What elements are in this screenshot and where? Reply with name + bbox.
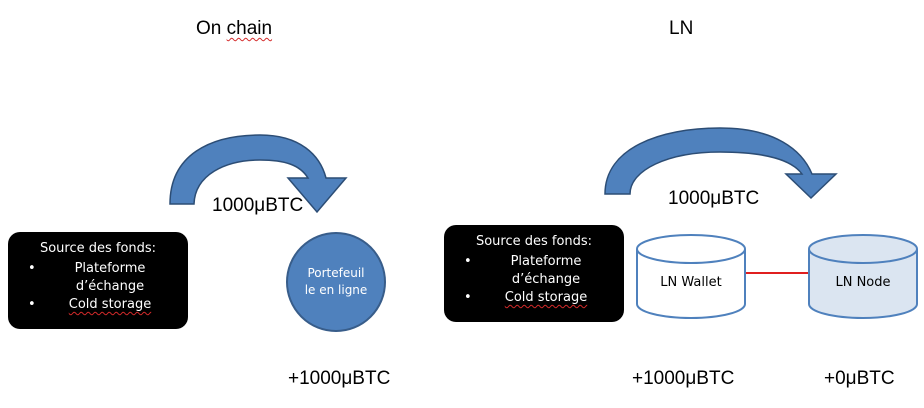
ln-source-list: Plateforme d’échange Cold storage (456, 253, 612, 307)
heading-ln: LN (669, 18, 694, 39)
onchain-curved-arrow (169, 134, 348, 214)
ln-source-item: Plateforme d’échange (464, 253, 612, 289)
ln-wallet-result: +1000μBTC (632, 368, 735, 389)
onchain-source-list: Plateforme d’échange Cold storage (20, 260, 176, 314)
ln-curved-arrow (604, 127, 838, 200)
ln-source-title: Source des fonds: (475, 234, 593, 249)
ln-node-cylinder (808, 234, 918, 319)
ln-node-label: LN Node (835, 275, 891, 290)
onchain-source-item: Plateforme d’échange (28, 260, 176, 296)
ln-wallet-label: LN Wallet (660, 275, 722, 290)
heading-on-chain-part2: chain (226, 18, 273, 39)
ln-source-item: Cold storage (464, 289, 612, 307)
onchain-wallet-label: Portefeuil le en ligne (304, 266, 368, 297)
heading-on-chain-part1: On (196, 18, 227, 39)
heading-on-chain: On chain (196, 18, 272, 40)
ln-wallet-cylinder (636, 234, 746, 319)
onchain-result-amount: +1000μBTC (288, 368, 391, 389)
onchain-source-box: Source des fonds: Plateforme d’échange C… (8, 232, 188, 329)
ln-node-result: +0μBTC (824, 368, 895, 389)
onchain-source-title: Source des fonds: (39, 241, 157, 256)
onchain-source-item: Cold storage (28, 296, 176, 314)
ln-transfer-amount: 1000μBTC (668, 188, 760, 209)
ln-source-box: Source des fonds: Plateforme d’échange C… (444, 225, 624, 322)
onchain-wallet-circle: Portefeuil le en ligne (286, 232, 386, 332)
onchain-transfer-amount: 1000μBTC (212, 195, 304, 216)
